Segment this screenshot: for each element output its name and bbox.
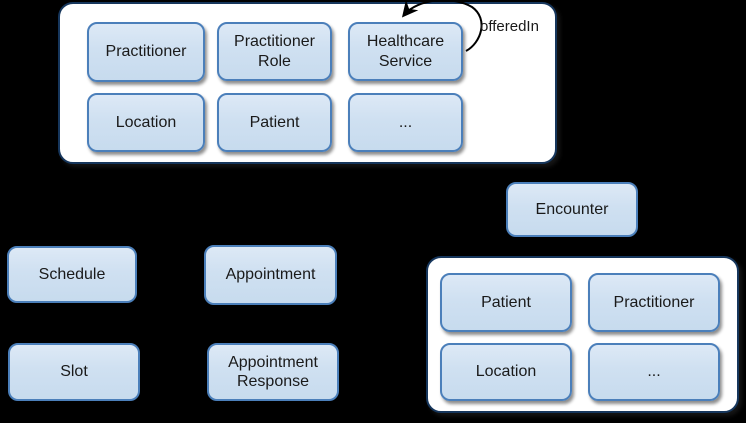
- node-practitioner: Practitioner: [87, 22, 205, 82]
- node-appointment: Appointment: [204, 245, 337, 305]
- node-practitioner-role: Practitioner Role: [217, 22, 332, 81]
- node-patient: Patient: [217, 93, 332, 152]
- node-encounter-practitioner: Practitioner: [588, 273, 720, 332]
- node-ellipsis: ...: [348, 93, 463, 152]
- node-healthcare-service: Healthcare Service: [348, 22, 463, 81]
- node-encounter: Encounter: [506, 182, 638, 237]
- node-encounter-patient: Patient: [440, 273, 572, 332]
- node-slot: Slot: [8, 343, 140, 401]
- node-encounter-ellipsis: ...: [588, 343, 720, 401]
- node-location: Location: [87, 93, 205, 152]
- node-encounter-location: Location: [440, 343, 572, 401]
- node-schedule: Schedule: [7, 246, 137, 303]
- offeredin-label: offeredIn: [480, 18, 539, 35]
- node-appointment-response: Appointment Response: [207, 343, 339, 401]
